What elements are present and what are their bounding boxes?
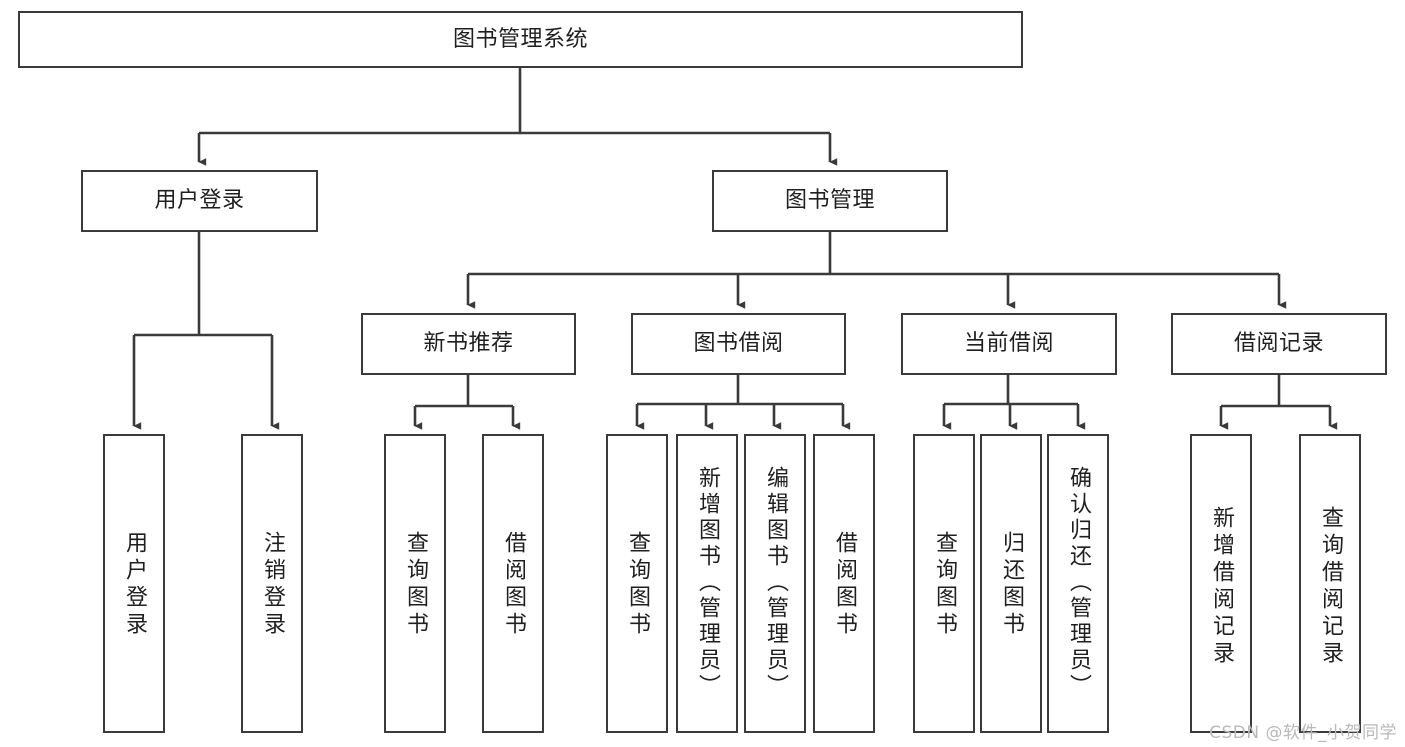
- node-label: 用户登录: [122, 531, 147, 639]
- leaf-borrow-borrow-book[interactable]: 借阅图书: [813, 434, 875, 733]
- leaf-user-login-logout[interactable]: 注销登录: [241, 434, 303, 733]
- node-label: 查询图书: [625, 531, 650, 639]
- node-book-borrow[interactable]: 图书借阅: [631, 313, 846, 375]
- node-label: 查询图书: [403, 531, 428, 639]
- node-label: 图书借阅: [693, 331, 784, 357]
- node-label: 归还图书: [999, 531, 1024, 639]
- node-label: 用户登录: [154, 188, 245, 214]
- node-label: 借阅图书: [501, 531, 526, 639]
- node-label: 新增借阅记录: [1209, 506, 1234, 668]
- node-label: 借阅图书: [832, 531, 857, 639]
- leaf-borrow-query-book[interactable]: 查询图书: [606, 434, 668, 733]
- leaf-user-login-login[interactable]: 用户登录: [103, 434, 165, 733]
- leaf-new-book-borrow[interactable]: 借阅图书: [482, 434, 544, 733]
- node-label: 新书推荐: [423, 331, 514, 357]
- node-label: 图书管理: [784, 188, 875, 214]
- node-label: 新增图书（管理员）: [695, 466, 720, 700]
- node-label: 图书管理系统: [452, 26, 588, 52]
- leaf-new-book-query[interactable]: 查询图书: [384, 434, 446, 733]
- leaf-record-add[interactable]: 新增借阅记录: [1190, 434, 1252, 733]
- node-label: 注销登录: [260, 531, 285, 639]
- node-label: 当前借阅: [963, 331, 1054, 357]
- node-current-borrow[interactable]: 当前借阅: [901, 313, 1117, 375]
- leaf-borrow-edit-book[interactable]: 编辑图书（管理员）: [744, 434, 806, 733]
- node-label: 编辑图书（管理员）: [763, 466, 788, 700]
- node-book-management[interactable]: 图书管理: [712, 170, 948, 232]
- node-user-login[interactable]: 用户登录: [81, 170, 318, 232]
- node-label: 查询图书: [932, 531, 957, 639]
- node-label: 查询借阅记录: [1318, 506, 1343, 668]
- node-borrow-record[interactable]: 借阅记录: [1171, 313, 1387, 375]
- node-label: 确认归还（管理员）: [1066, 466, 1091, 700]
- leaf-current-return-book[interactable]: 归还图书: [980, 434, 1042, 733]
- node-new-book-recommend[interactable]: 新书推荐: [361, 313, 576, 375]
- leaf-current-query-book[interactable]: 查询图书: [913, 434, 975, 733]
- node-root-system[interactable]: 图书管理系统: [18, 11, 1023, 68]
- leaf-current-confirm-return[interactable]: 确认归还（管理员）: [1047, 434, 1109, 733]
- leaf-borrow-add-book[interactable]: 新增图书（管理员）: [676, 434, 738, 733]
- leaf-record-query[interactable]: 查询借阅记录: [1299, 434, 1361, 733]
- node-label: 借阅记录: [1233, 331, 1324, 357]
